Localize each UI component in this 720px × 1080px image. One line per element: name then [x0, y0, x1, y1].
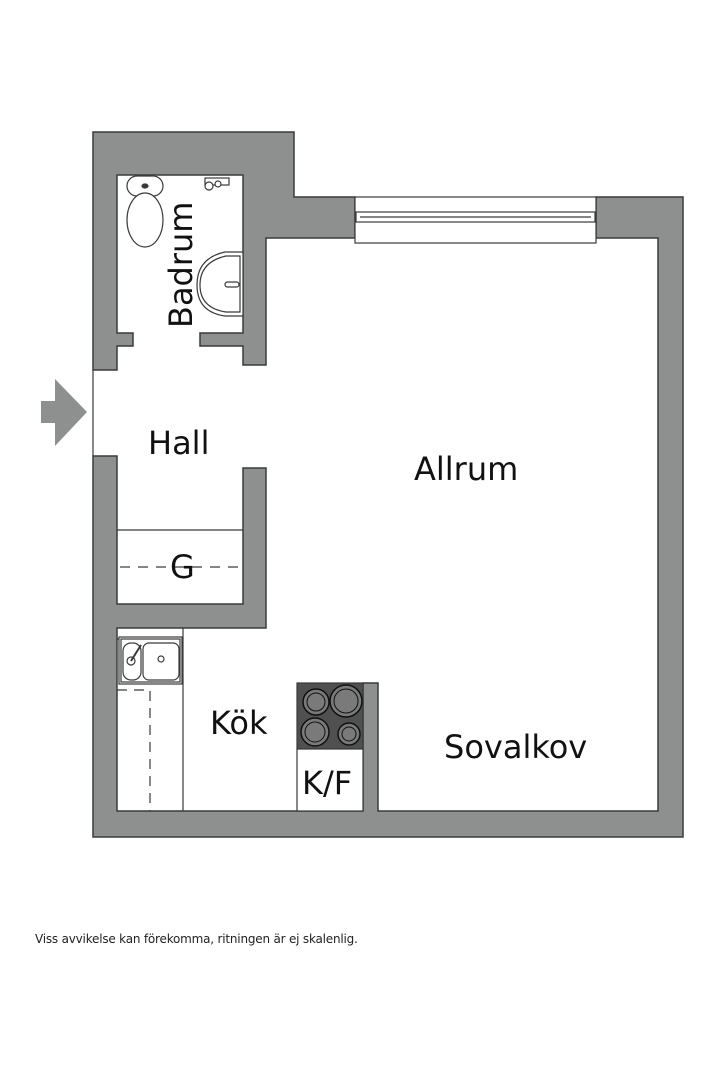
toilet-icon [126, 175, 164, 248]
kitchen-sink-icon [118, 636, 183, 685]
stove-icon [296, 682, 364, 750]
disclaimer-text: Viss avvikelse kan förekomma, ritningen … [35, 932, 358, 946]
fridge-freezer [296, 748, 364, 812]
closet [117, 529, 243, 568]
wall-bathroom-top [92, 131, 356, 371]
room-label-sovalkov: Sovalkov [444, 728, 587, 766]
entrance-arrow-icon [41, 379, 87, 446]
room-label-garderob: G [170, 548, 195, 586]
window-icon [354, 196, 597, 244]
washbasin-icon [196, 251, 244, 317]
room-label-hall: Hall [148, 424, 209, 462]
room-label-badrum: Badrum [162, 202, 200, 328]
room-label-allrum: Allrum [414, 450, 518, 488]
room-label-kyl-frys: K/F [302, 764, 352, 802]
wall-right [92, 196, 684, 838]
room-label-kok: Kök [210, 704, 268, 742]
faucet-icon [204, 177, 230, 191]
